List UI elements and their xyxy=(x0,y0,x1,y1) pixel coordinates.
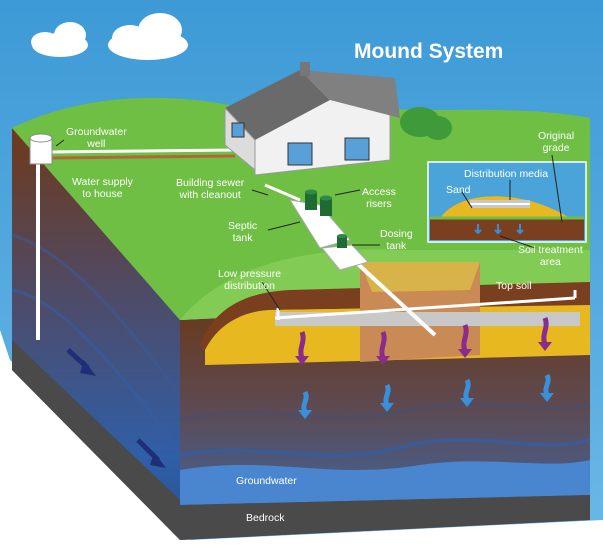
label-septic-tank: Septic tank xyxy=(228,220,258,244)
house xyxy=(224,62,400,176)
arrowhead-icon xyxy=(295,342,552,365)
cloud-icon xyxy=(108,13,188,60)
label-original-grade: Original grade xyxy=(538,130,575,154)
top-soil-layer xyxy=(200,282,590,350)
diagram-title: Mound System xyxy=(354,40,504,63)
cloud-icon xyxy=(31,22,88,57)
label-access-risers: Access risers xyxy=(362,186,396,210)
tree-icon xyxy=(400,107,452,140)
label-soil-treatment-area: Soil treatment area xyxy=(518,244,583,268)
dosing-tank xyxy=(321,234,369,271)
page-margin xyxy=(0,330,603,546)
label-water-supply: Water supply to house xyxy=(72,176,133,200)
distribution-pipe xyxy=(274,296,576,320)
left-soil-face xyxy=(12,128,180,540)
groundwater-layer xyxy=(180,460,590,505)
septic-tank xyxy=(288,189,351,249)
bedrock-layer xyxy=(180,495,590,540)
bedrock-left xyxy=(12,340,180,540)
label-distribution-media: Distribution media xyxy=(464,168,549,180)
inset-cross-section xyxy=(427,161,587,243)
label-bedrock: Bedrock xyxy=(246,512,285,524)
label-dosing-tank: Dosing tank xyxy=(380,228,413,252)
label-sand: Sand xyxy=(446,184,471,196)
leader-lines xyxy=(55,139,563,311)
label-top-soil: Top soil xyxy=(496,280,532,292)
arrowhead-icon xyxy=(80,360,166,468)
label-low-pressure: Low pressure distribution xyxy=(218,268,282,292)
label-groundwater: Groundwater xyxy=(236,475,297,487)
gravel-bed xyxy=(275,312,580,326)
dosing-line xyxy=(346,253,437,337)
label-building-sewer: Building sewer with cleanout xyxy=(176,177,245,201)
building-sewer xyxy=(264,183,301,202)
arrowhead-icon xyxy=(298,393,554,419)
effluent-arrow xyxy=(298,317,549,359)
water-supply-line xyxy=(49,148,236,154)
label-groundwater-well: Groundwater well xyxy=(66,126,127,150)
